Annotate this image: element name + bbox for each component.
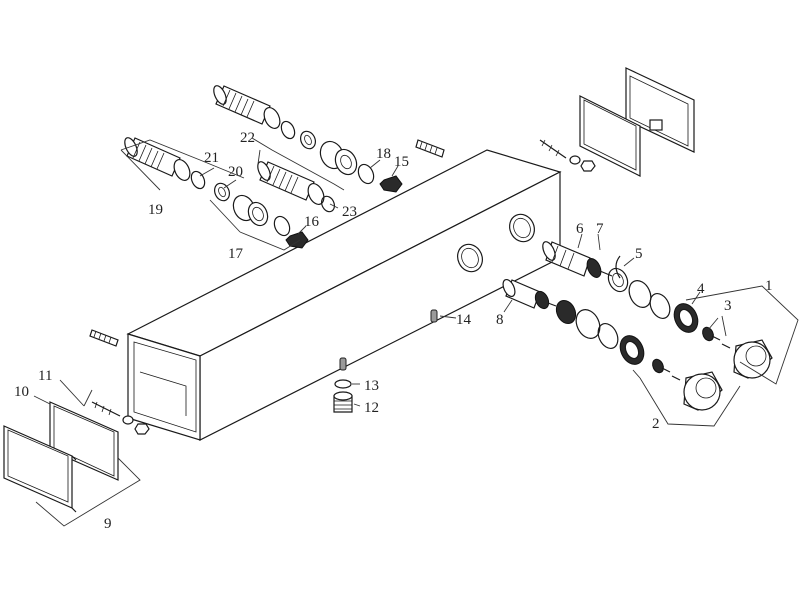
label-3: 3 xyxy=(724,298,732,314)
label-6: 6 xyxy=(576,221,584,237)
o-ring-13 xyxy=(334,379,352,389)
cover-plate-10 xyxy=(3,425,77,513)
label-7: 7 xyxy=(596,221,604,237)
plug-14 xyxy=(430,309,438,323)
label-2: 2 xyxy=(652,416,660,432)
screws-3 xyxy=(702,326,731,349)
cover-frame-top xyxy=(625,67,695,153)
screws-2 xyxy=(652,358,681,381)
connector-17 xyxy=(232,194,291,237)
thermostat-cartridge-6-7 xyxy=(542,241,613,278)
label-18: 18 xyxy=(376,146,391,162)
label-16: 16 xyxy=(304,214,320,230)
label-19: 19 xyxy=(148,202,163,218)
flex-hose-23 xyxy=(257,161,325,205)
ring-set-4 xyxy=(628,280,699,333)
ring-set-8 xyxy=(555,299,645,365)
label-10: 10 xyxy=(14,384,29,400)
screw-set-top xyxy=(539,139,596,172)
handle-1 xyxy=(733,339,773,379)
nut-16 xyxy=(285,231,309,249)
label-13: 13 xyxy=(364,378,379,394)
washer-20 xyxy=(214,182,230,202)
glass-plate-top xyxy=(579,95,641,177)
o-ring-18 xyxy=(357,163,375,185)
screw-set-left xyxy=(91,401,150,435)
label-23: 23 xyxy=(342,204,357,220)
leader-lines xyxy=(33,137,799,527)
wall-plug-right xyxy=(415,139,445,158)
label-17: 17 xyxy=(228,246,244,262)
cartridge-8 xyxy=(502,278,557,310)
label-15: 15 xyxy=(394,154,409,170)
o-ring-21 xyxy=(190,170,206,190)
flex-hose-22 xyxy=(213,85,281,129)
label-9: 9 xyxy=(104,516,112,532)
label-21: 21 xyxy=(204,150,219,166)
flex-hose-19 xyxy=(124,137,191,181)
wall-plug-left xyxy=(89,329,119,347)
label-1: 1 xyxy=(765,278,773,294)
ring-set-22 xyxy=(280,120,358,176)
o-ring-23 xyxy=(320,195,336,213)
part-labels: 1 2 3 4 5 6 7 8 9 10 11 12 13 14 15 16 1… xyxy=(14,130,773,532)
fitting-12 xyxy=(333,391,353,413)
label-22: 22 xyxy=(240,130,255,146)
label-8: 8 xyxy=(496,312,504,328)
label-14: 14 xyxy=(456,312,472,328)
clip-5 xyxy=(607,255,629,293)
label-5: 5 xyxy=(635,246,643,262)
nut-15 xyxy=(379,175,403,193)
label-20: 20 xyxy=(228,164,243,180)
thermostat-body xyxy=(126,149,562,441)
glass-plate-11 xyxy=(49,401,119,481)
label-4: 4 xyxy=(697,281,705,297)
label-12: 12 xyxy=(364,400,379,416)
handle-2 xyxy=(683,371,723,411)
screw-13-top xyxy=(339,357,347,371)
label-11: 11 xyxy=(38,368,52,384)
